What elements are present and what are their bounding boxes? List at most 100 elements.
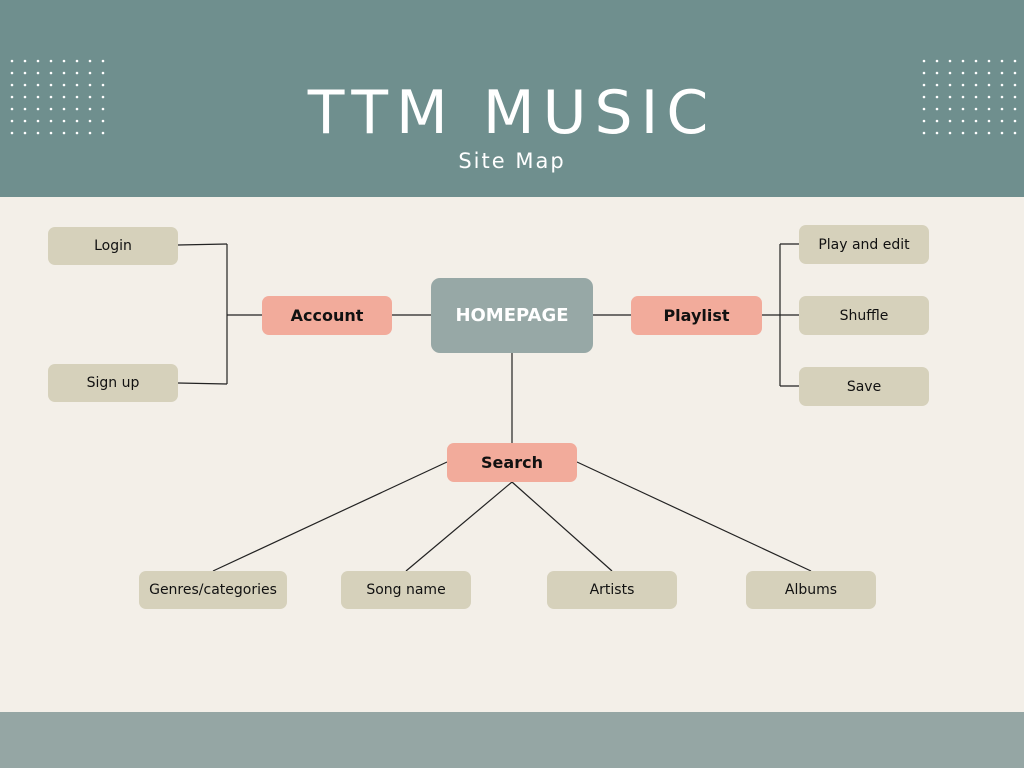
song-name-node: Song name	[341, 571, 471, 609]
dot-grid-right	[922, 59, 1017, 135]
decorative-dot	[1000, 119, 1004, 123]
decorative-dot	[922, 59, 926, 63]
decorative-dot	[974, 83, 978, 87]
signup-node: Sign up	[48, 364, 178, 402]
decorative-dot	[75, 107, 79, 111]
decorative-dot	[62, 71, 66, 75]
decorative-dot	[101, 131, 105, 135]
decorative-dot	[62, 83, 66, 87]
decorative-dot	[961, 71, 965, 75]
decorative-dot	[23, 71, 27, 75]
footer-bar	[0, 712, 1024, 768]
decorative-dot	[75, 131, 79, 135]
decorative-dot	[23, 119, 27, 123]
connector-albums	[576, 461, 812, 572]
connector-genres	[212, 461, 448, 572]
playlist-node: Playlist	[631, 296, 762, 335]
decorative-dot	[1013, 59, 1017, 63]
decorative-dot	[36, 107, 40, 111]
decorative-dot	[1013, 107, 1017, 111]
decorative-dot	[88, 131, 92, 135]
decorative-dot	[88, 71, 92, 75]
decorative-dot	[987, 95, 991, 99]
decorative-dot	[961, 95, 965, 99]
decorative-dot	[88, 95, 92, 99]
decorative-dot	[10, 107, 14, 111]
decorative-dot	[935, 131, 939, 135]
decorative-dot	[62, 107, 66, 111]
genres-node: Genres/categories	[139, 571, 287, 609]
decorative-dot	[1000, 131, 1004, 135]
decorative-dot	[1013, 131, 1017, 135]
decorative-dot	[987, 83, 991, 87]
decorative-dot	[36, 131, 40, 135]
decorative-dot	[88, 107, 92, 111]
play-edit-node: Play and edit	[799, 225, 929, 264]
decorative-dot	[23, 131, 27, 135]
decorative-dot	[948, 107, 952, 111]
decorative-dot	[974, 71, 978, 75]
artists-node: Artists	[547, 571, 677, 609]
decorative-dot	[88, 83, 92, 87]
decorative-dot	[948, 95, 952, 99]
header-banner: TTM MUSIC Site Map	[0, 0, 1024, 197]
site-subtitle: Site Map	[458, 149, 566, 173]
decorative-dot	[922, 95, 926, 99]
decorative-dot	[922, 83, 926, 87]
decorative-dot	[922, 107, 926, 111]
decorative-dot	[75, 83, 79, 87]
decorative-dot	[88, 59, 92, 63]
decorative-dot	[10, 83, 14, 87]
decorative-dot	[36, 59, 40, 63]
dot-grid-left	[10, 59, 105, 135]
decorative-dot	[49, 59, 53, 63]
decorative-dot	[974, 131, 978, 135]
decorative-dot	[948, 131, 952, 135]
decorative-dot	[935, 71, 939, 75]
decorative-dot	[75, 71, 79, 75]
decorative-dot	[1013, 119, 1017, 123]
decorative-dot	[49, 71, 53, 75]
site-title: TTM MUSIC	[307, 78, 717, 148]
decorative-dot	[36, 119, 40, 123]
decorative-dot	[101, 119, 105, 123]
decorative-dot	[23, 95, 27, 99]
decorative-dot	[1000, 83, 1004, 87]
decorative-dot	[49, 107, 53, 111]
decorative-dot	[62, 95, 66, 99]
connector-song-name	[405, 481, 513, 572]
decorative-dot	[987, 107, 991, 111]
decorative-dot	[1000, 107, 1004, 111]
decorative-dot	[1000, 95, 1004, 99]
decorative-dot	[49, 119, 53, 123]
albums-node: Albums	[746, 571, 876, 609]
decorative-dot	[974, 107, 978, 111]
decorative-dot	[935, 95, 939, 99]
decorative-dot	[948, 119, 952, 123]
decorative-dot	[101, 107, 105, 111]
decorative-dot	[961, 119, 965, 123]
decorative-dot	[974, 95, 978, 99]
decorative-dot	[101, 59, 105, 63]
decorative-dot	[974, 59, 978, 63]
decorative-dot	[1000, 59, 1004, 63]
login-node: Login	[48, 227, 178, 265]
decorative-dot	[101, 83, 105, 87]
decorative-dot	[88, 119, 92, 123]
connector-artists	[511, 481, 613, 572]
decorative-dot	[49, 83, 53, 87]
decorative-dot	[948, 59, 952, 63]
decorative-dot	[1013, 71, 1017, 75]
decorative-dot	[935, 107, 939, 111]
decorative-dot	[922, 119, 926, 123]
decorative-dot	[49, 131, 53, 135]
decorative-dot	[935, 119, 939, 123]
homepage-node: HOMEPAGE	[431, 278, 593, 353]
decorative-dot	[974, 119, 978, 123]
decorative-dot	[36, 71, 40, 75]
decorative-dot	[10, 71, 14, 75]
decorative-dot	[922, 71, 926, 75]
connector-login	[177, 243, 228, 246]
decorative-dot	[75, 119, 79, 123]
